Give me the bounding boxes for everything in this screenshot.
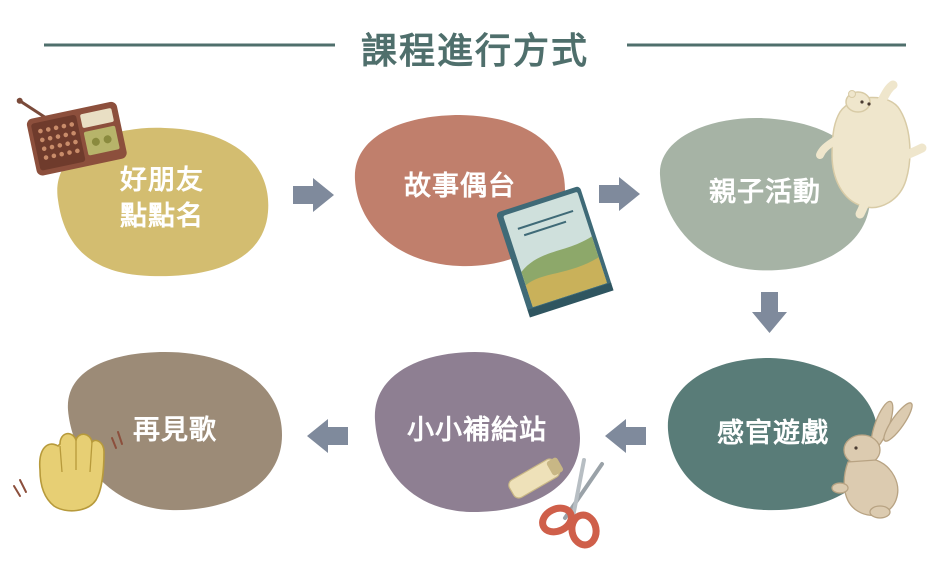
arrow-left-1 xyxy=(605,419,646,453)
arrow-right-2 xyxy=(599,177,640,211)
arrow-left-2 xyxy=(307,419,348,453)
diagram-title: 課程進行方式 xyxy=(360,31,589,72)
step-label-6: 再見歌 xyxy=(95,413,255,449)
storybook-icon xyxy=(496,186,614,318)
rabbit-icon xyxy=(831,400,913,519)
step-6-line-1: 再見歌 xyxy=(133,415,217,446)
step-2-line-1: 故事偶台 xyxy=(404,171,516,202)
step-blob-4 xyxy=(667,358,879,511)
radio-icon xyxy=(16,97,127,176)
arrow-right-1 xyxy=(293,178,334,212)
step-label-1: 好朋友 點點名 xyxy=(92,163,232,235)
step-4-line-1: 感官遊戲 xyxy=(717,418,829,449)
scissors-icon xyxy=(508,457,604,549)
step-1-line-2: 點點名 xyxy=(120,201,204,232)
step-5-line-1: 小小補給站 xyxy=(407,415,547,446)
step-3-line-1: 親子活動 xyxy=(709,177,821,208)
step-label-3: 親子活動 xyxy=(685,175,845,211)
polar-bear-icon xyxy=(816,80,927,219)
step-blob-6 xyxy=(67,352,283,511)
step-1-line-1: 好朋友 xyxy=(120,165,204,196)
step-blob-1 xyxy=(57,127,269,277)
step-label-2: 故事偶台 xyxy=(380,169,540,205)
waving-hand-icon xyxy=(13,431,123,512)
arrow-down xyxy=(752,292,787,333)
step-label-4: 感官遊戲 xyxy=(693,416,853,452)
step-label-5: 小小補給站 xyxy=(392,413,562,449)
